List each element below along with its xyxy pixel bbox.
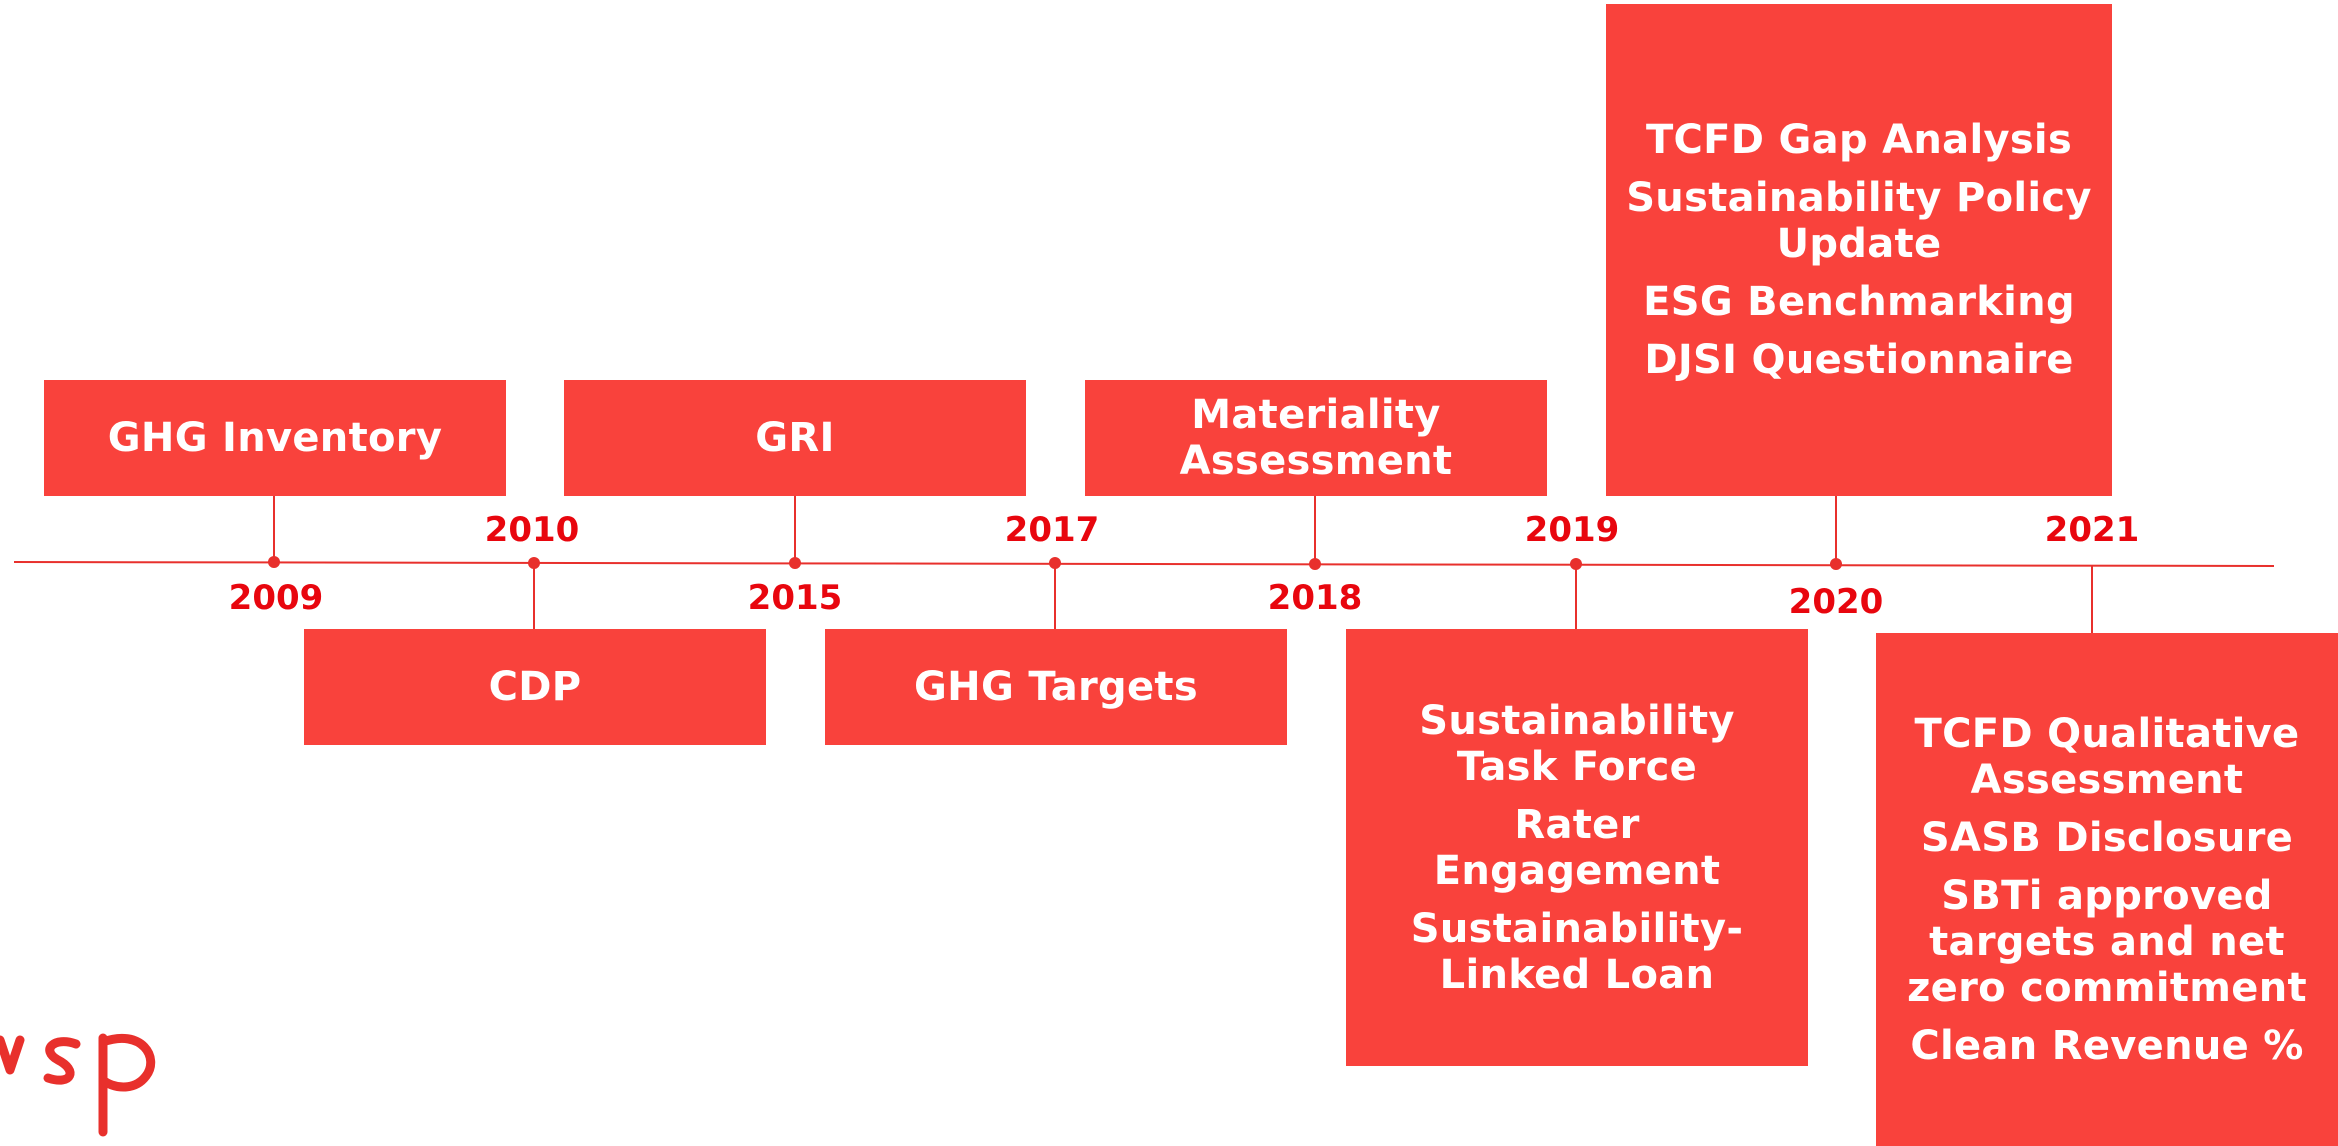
connector-2009 bbox=[273, 496, 275, 562]
milestone-item: Clean Revenue % bbox=[1910, 1022, 2304, 1069]
milestone-item: Sustainability- Linked Loan bbox=[1410, 905, 1744, 998]
milestone-item: CDP bbox=[488, 664, 582, 710]
milestone-box-2010: CDP bbox=[304, 629, 766, 745]
year-label-2020: 2020 bbox=[1788, 582, 1884, 622]
year-label-2010: 2010 bbox=[484, 510, 580, 550]
year-label-2017: 2017 bbox=[1004, 510, 1100, 550]
year-label-2018: 2018 bbox=[1267, 578, 1363, 618]
milestone-box-2020: TCFD Gap Analysis Sustainability Policy … bbox=[1606, 4, 2112, 496]
connector-2010 bbox=[533, 563, 535, 629]
year-label-2015: 2015 bbox=[747, 578, 843, 618]
milestone-item: Rater Engagement bbox=[1433, 801, 1721, 894]
timeline-dot-2018 bbox=[1309, 558, 1321, 570]
milestone-item: SBTi approved targets and net zero commi… bbox=[1907, 872, 2307, 1011]
milestone-box-2017: GHG Targets bbox=[825, 629, 1287, 745]
milestone-item: GRI bbox=[755, 415, 835, 461]
connector-2020 bbox=[1835, 496, 1837, 564]
milestone-box-2018: Materiality Assessment bbox=[1085, 380, 1547, 496]
milestone-box-2009: GHG Inventory bbox=[44, 380, 506, 496]
milestone-item: Sustainability Policy Update bbox=[1626, 175, 2092, 267]
milestone-box-2019: Sustainability Task Force Rater Engageme… bbox=[1346, 629, 1808, 1066]
milestone-item: GHG Inventory bbox=[107, 415, 443, 461]
year-label-2009: 2009 bbox=[228, 578, 324, 618]
connector-2017 bbox=[1054, 563, 1056, 629]
connector-2018 bbox=[1314, 496, 1316, 564]
milestone-item: SASB Disclosure bbox=[1920, 814, 2294, 861]
wsp-logo-icon bbox=[0, 1033, 156, 1137]
milestone-box-2021: TCFD Qualitative Assessment SASB Disclos… bbox=[1876, 633, 2338, 1146]
timeline-dot-2020 bbox=[1830, 558, 1842, 570]
milestone-box-2015: GRI bbox=[564, 380, 1026, 496]
milestone-item: DJSI Questionnaire bbox=[1644, 337, 2074, 383]
milestone-item: Materiality Assessment bbox=[1179, 392, 1453, 484]
connector-2015 bbox=[794, 496, 796, 563]
timeline-dot-2009 bbox=[268, 556, 280, 568]
timeline-dot-2015 bbox=[789, 557, 801, 569]
milestone-item: ESG Benchmarking bbox=[1643, 279, 2075, 325]
timeline-line bbox=[13, 561, 2275, 567]
connector-2019 bbox=[1575, 564, 1577, 629]
milestone-item: GHG Targets bbox=[914, 664, 1198, 710]
milestone-item: TCFD Qualitative Assessment bbox=[1914, 710, 2300, 803]
milestone-item: Sustainability Task Force bbox=[1419, 697, 1735, 790]
connector-2021 bbox=[2091, 565, 2093, 633]
milestone-item: TCFD Gap Analysis bbox=[1645, 117, 2073, 163]
year-label-2021: 2021 bbox=[2044, 510, 2140, 550]
year-label-2019: 2019 bbox=[1524, 510, 1620, 550]
